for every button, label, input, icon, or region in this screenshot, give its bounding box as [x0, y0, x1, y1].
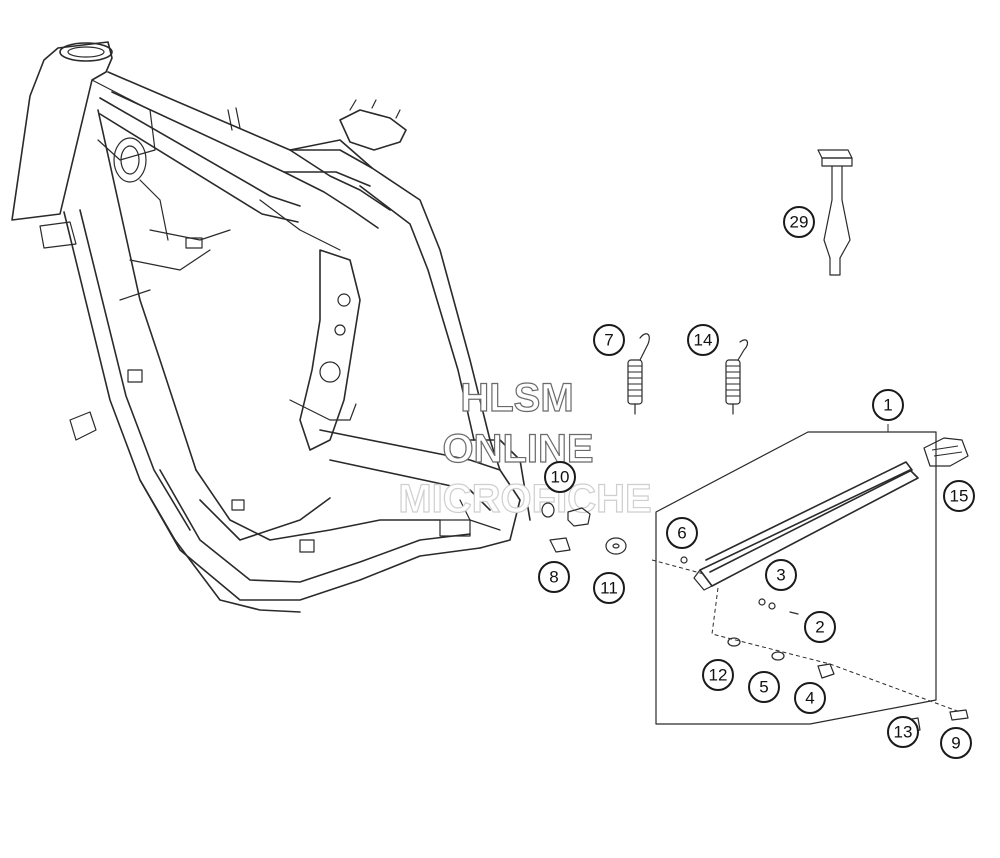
part-7-spring	[627, 333, 650, 415]
part-29-tool	[817, 149, 853, 276]
side-stand-assembly	[651, 424, 969, 733]
callout-6: 6	[666, 517, 698, 549]
callout-7-label: 7	[604, 331, 613, 350]
callout-11-label: 11	[600, 579, 618, 598]
callout-9: 9	[940, 727, 972, 759]
callout-11: 11	[593, 572, 625, 604]
callout-14: 14	[687, 324, 719, 356]
part-14-spring	[725, 339, 749, 415]
watermark-line1: HLSM	[460, 376, 573, 420]
callout-10-label: 10	[551, 468, 570, 487]
watermark-line2: ONLINE	[442, 427, 593, 471]
callout-6-label: 6	[677, 524, 686, 543]
callout-15-label: 15	[950, 487, 969, 506]
callout-12-label: 12	[709, 666, 728, 685]
callout-9-label: 9	[951, 734, 960, 753]
callout-15: 15	[943, 480, 975, 512]
callout-2-label: 2	[815, 618, 824, 637]
watermark-line3: MICROFICHE	[398, 477, 651, 521]
callout-8-label: 8	[549, 568, 558, 587]
callout-13: 13	[887, 716, 919, 748]
callout-29: 29	[783, 206, 815, 238]
callout-2: 2	[804, 611, 836, 643]
callout-4-label: 4	[805, 689, 814, 708]
callout-8: 8	[538, 561, 570, 593]
callout-4: 4	[794, 682, 826, 714]
callout-7: 7	[593, 324, 625, 356]
callout-10: 10	[544, 461, 576, 493]
callout-5: 5	[748, 671, 780, 703]
callout-5-label: 5	[759, 678, 768, 697]
callout-29-label: 29	[790, 213, 809, 232]
callout-1: 1	[872, 389, 904, 421]
watermark: HLSM ONLINE MICROFICHE	[398, 375, 653, 521]
parts-small-fasteners	[541, 502, 627, 555]
callout-1-label: 1	[883, 396, 892, 415]
motorcycle-frame	[11, 41, 531, 613]
callout-14-label: 14	[694, 331, 713, 350]
callout-12: 12	[702, 659, 734, 691]
callout-3: 3	[765, 559, 797, 591]
callout-13-label: 13	[894, 723, 913, 742]
callout-3-label: 3	[776, 566, 785, 585]
